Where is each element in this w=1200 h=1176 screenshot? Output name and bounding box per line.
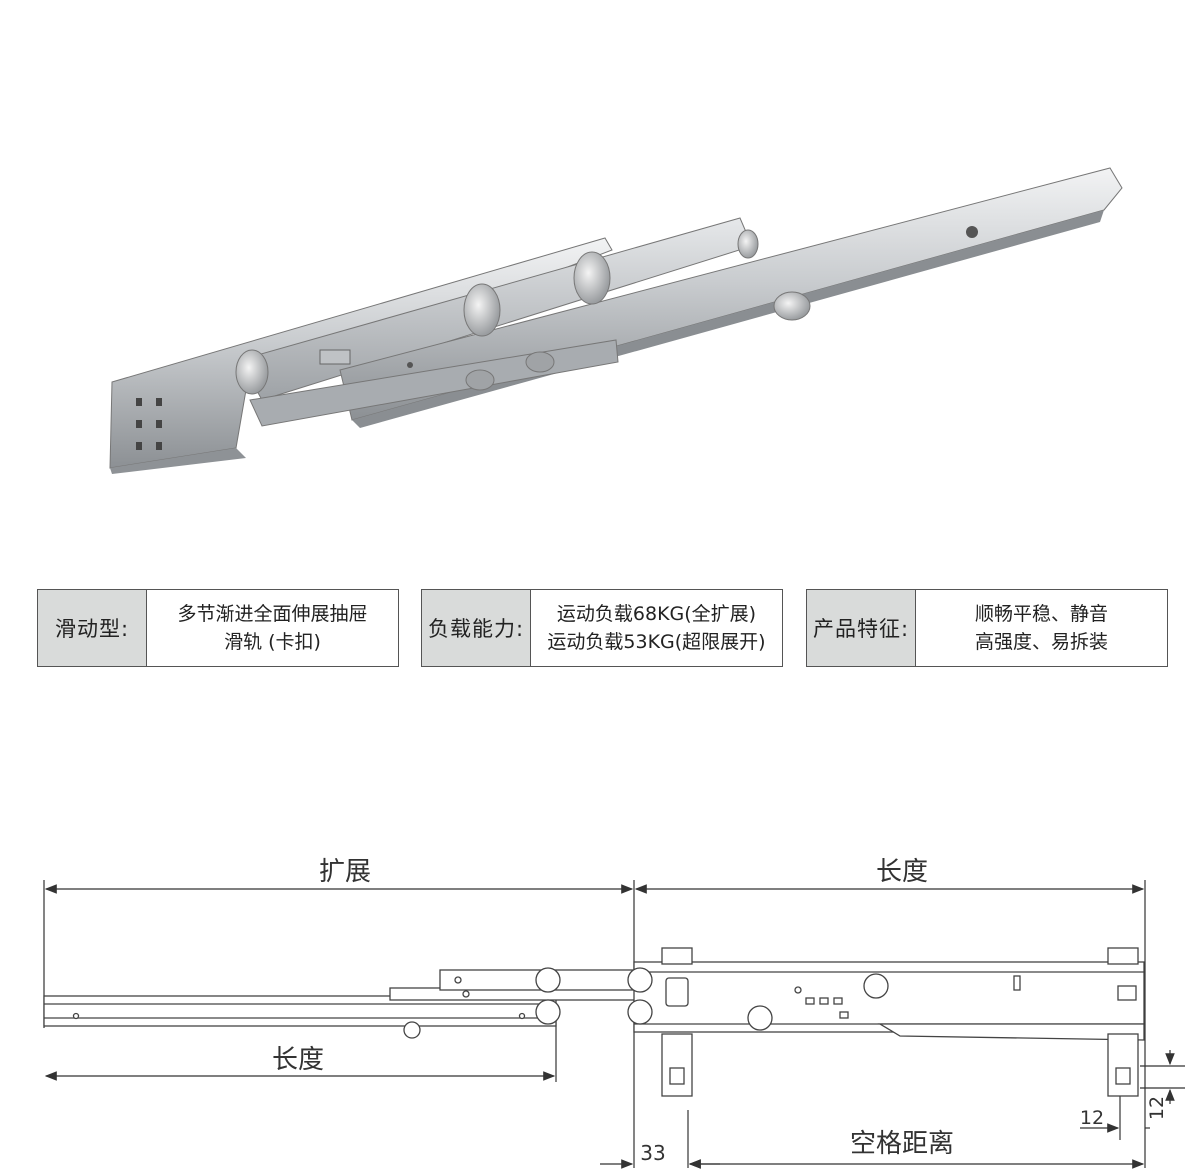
spec-box-features: 产品特征: 顺畅平稳、静音 高强度、易拆装 [806, 589, 1168, 667]
spec-value: 顺畅平稳、静音 高强度、易拆装 [916, 590, 1167, 666]
dim-label-extension: 扩展 [319, 857, 371, 887]
spec-value: 多节渐进全面伸展抽屉 滑轨 (卡扣) [147, 590, 398, 666]
spec-label: 滑动型: [38, 590, 147, 666]
dim-value-12-horizontal: 12 [1080, 1107, 1104, 1129]
dim-label-spacing: 空格距离 [850, 1129, 954, 1159]
spec-label: 产品特征: [807, 590, 916, 666]
spec-value-line: 运动负载53KG(超限展开) [547, 631, 766, 653]
spec-value-line: 高强度、易拆装 [974, 631, 1108, 653]
spec-value-line: 滑轨 (卡扣) [224, 631, 321, 653]
spec-value-line: 顺畅平稳、静音 [974, 603, 1108, 625]
dim-label-length-top: 长度 [876, 857, 928, 887]
dim-value-33: 33 [640, 1141, 665, 1165]
spec-box-load-capacity: 负载能力: 运动负载68KG(全扩展) 运动负载53KG(超限展开) [421, 589, 783, 667]
drawer-slide-image [109, 167, 1123, 474]
dim-value-12-vertical: 12 [1146, 1096, 1168, 1120]
product-photo [109, 167, 1123, 474]
spec-value-line: 运动负载68KG(全扩展) [556, 603, 757, 625]
spec-label: 负载能力: [422, 590, 531, 666]
spec-value-line: 多节渐进全面伸展抽屉 [177, 603, 368, 625]
dim-label-length-bottom: 长度 [272, 1045, 324, 1075]
technical-drawing: 扩展 长度 长度 空格距离 33 12 12 [43, 857, 1185, 1169]
spec-value: 运动负载68KG(全扩展) 运动负载53KG(超限展开) [531, 590, 782, 666]
spec-box-slide-type: 滑动型: 多节渐进全面伸展抽屉 滑轨 (卡扣) [37, 589, 399, 667]
